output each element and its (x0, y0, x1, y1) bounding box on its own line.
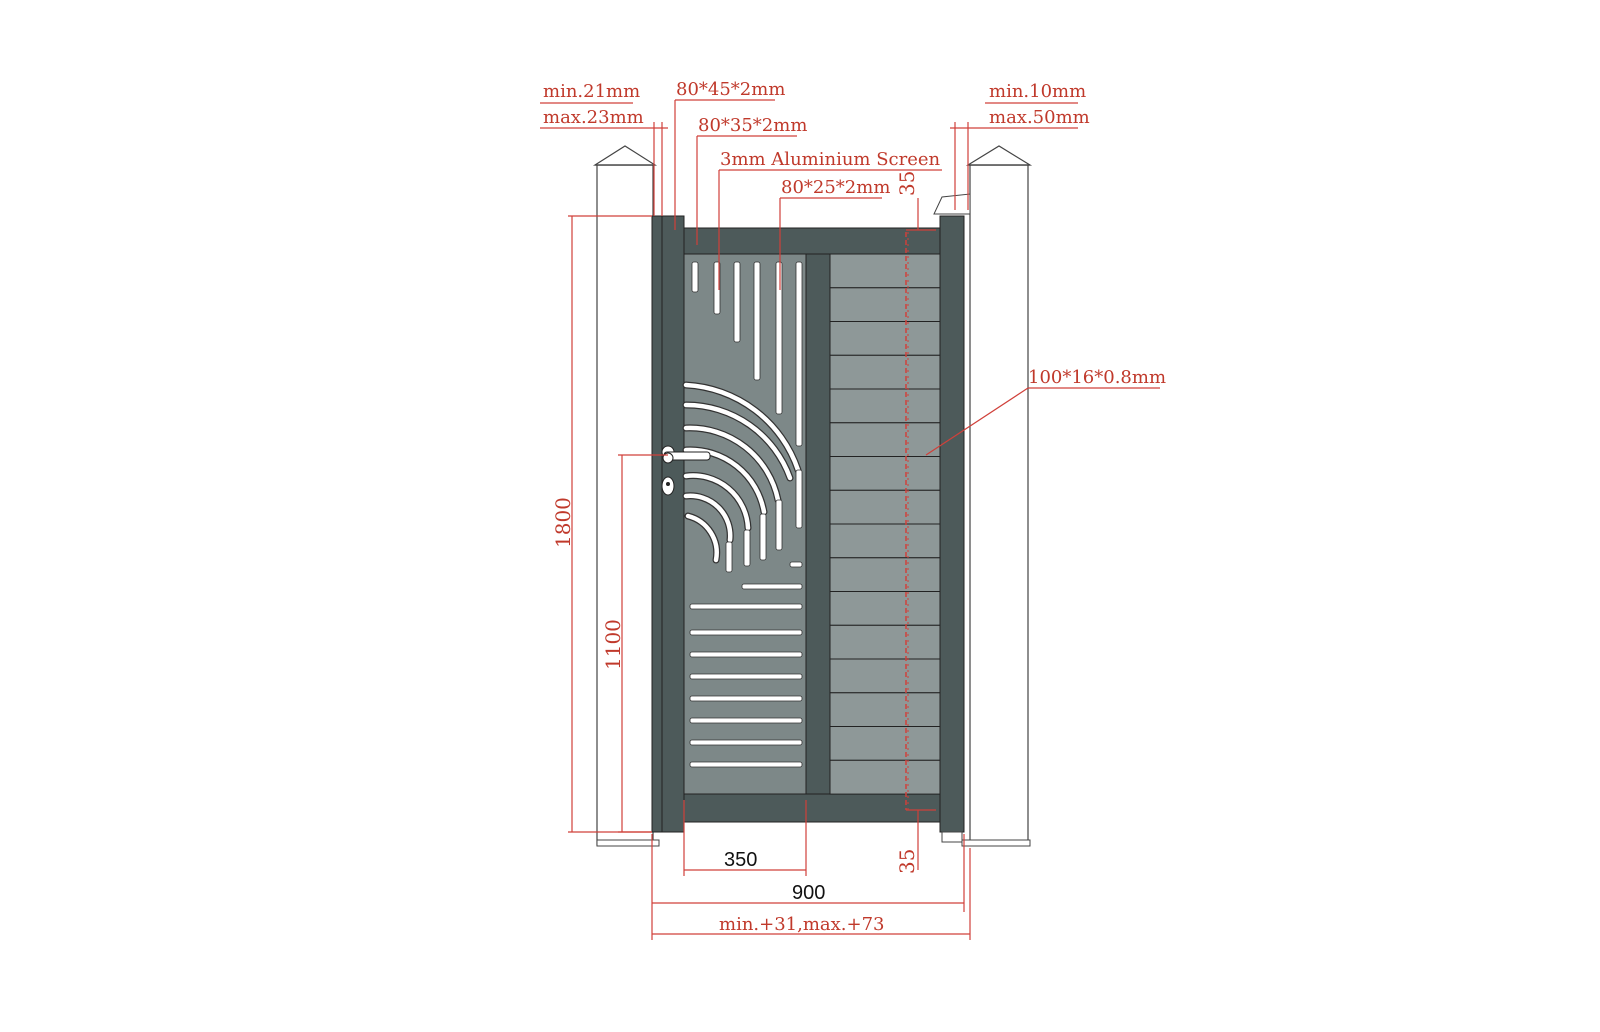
slat (829, 489, 941, 525)
label-frame-35: 80*35*2mm (698, 115, 807, 136)
label-screen-width: 350 (724, 849, 757, 871)
label-post-left-gap-max: max.23mm (543, 107, 644, 128)
label-frame-45: 80*45*2mm (676, 79, 785, 100)
label-bottom-gap: 35 (895, 849, 919, 874)
label-frame-25: 80*25*2mm (781, 177, 890, 198)
slat (829, 456, 941, 491)
slat (829, 354, 941, 390)
slat (829, 726, 941, 761)
slat (829, 287, 941, 323)
bottom-dimensions (651, 800, 971, 940)
label-top-gap: 35 (895, 171, 919, 196)
slat-leader (925, 387, 1160, 456)
top-dimensions (540, 99, 1078, 290)
handle-height-dimension (618, 454, 668, 833)
lock-cylinder (661, 476, 675, 496)
label-handle-height: 1100 (601, 619, 625, 670)
label-post-right-gap-max: max.50mm (989, 107, 1090, 128)
aluminium-screen-panel (682, 253, 807, 795)
label-aluminium-screen: 3mm Aluminium Screen (720, 149, 941, 170)
left-post (592, 145, 660, 847)
slat (829, 523, 941, 559)
slat (829, 388, 941, 424)
slat (829, 253, 941, 289)
slat (829, 759, 941, 795)
right-post (961, 145, 1033, 847)
slat (829, 422, 941, 458)
slat (829, 624, 941, 660)
label-gate-width: 900 (792, 882, 825, 904)
label-height: 1800 (551, 497, 575, 548)
label-opening-width: min.+31,max.+73 (719, 914, 885, 935)
slat-panel (829, 253, 941, 795)
slat (829, 658, 941, 694)
slat-fixing-line (905, 232, 909, 810)
slat (829, 557, 941, 593)
gate-frame (651, 193, 971, 843)
slat (829, 321, 941, 356)
door-handle (661, 445, 711, 464)
label-post-right-gap-min: min.10mm (989, 81, 1086, 102)
label-post-left-gap-min: min.21mm (543, 81, 640, 102)
label-slat-size: 100*16*0.8mm (1028, 367, 1166, 388)
slat (829, 591, 941, 626)
slat (829, 692, 941, 728)
